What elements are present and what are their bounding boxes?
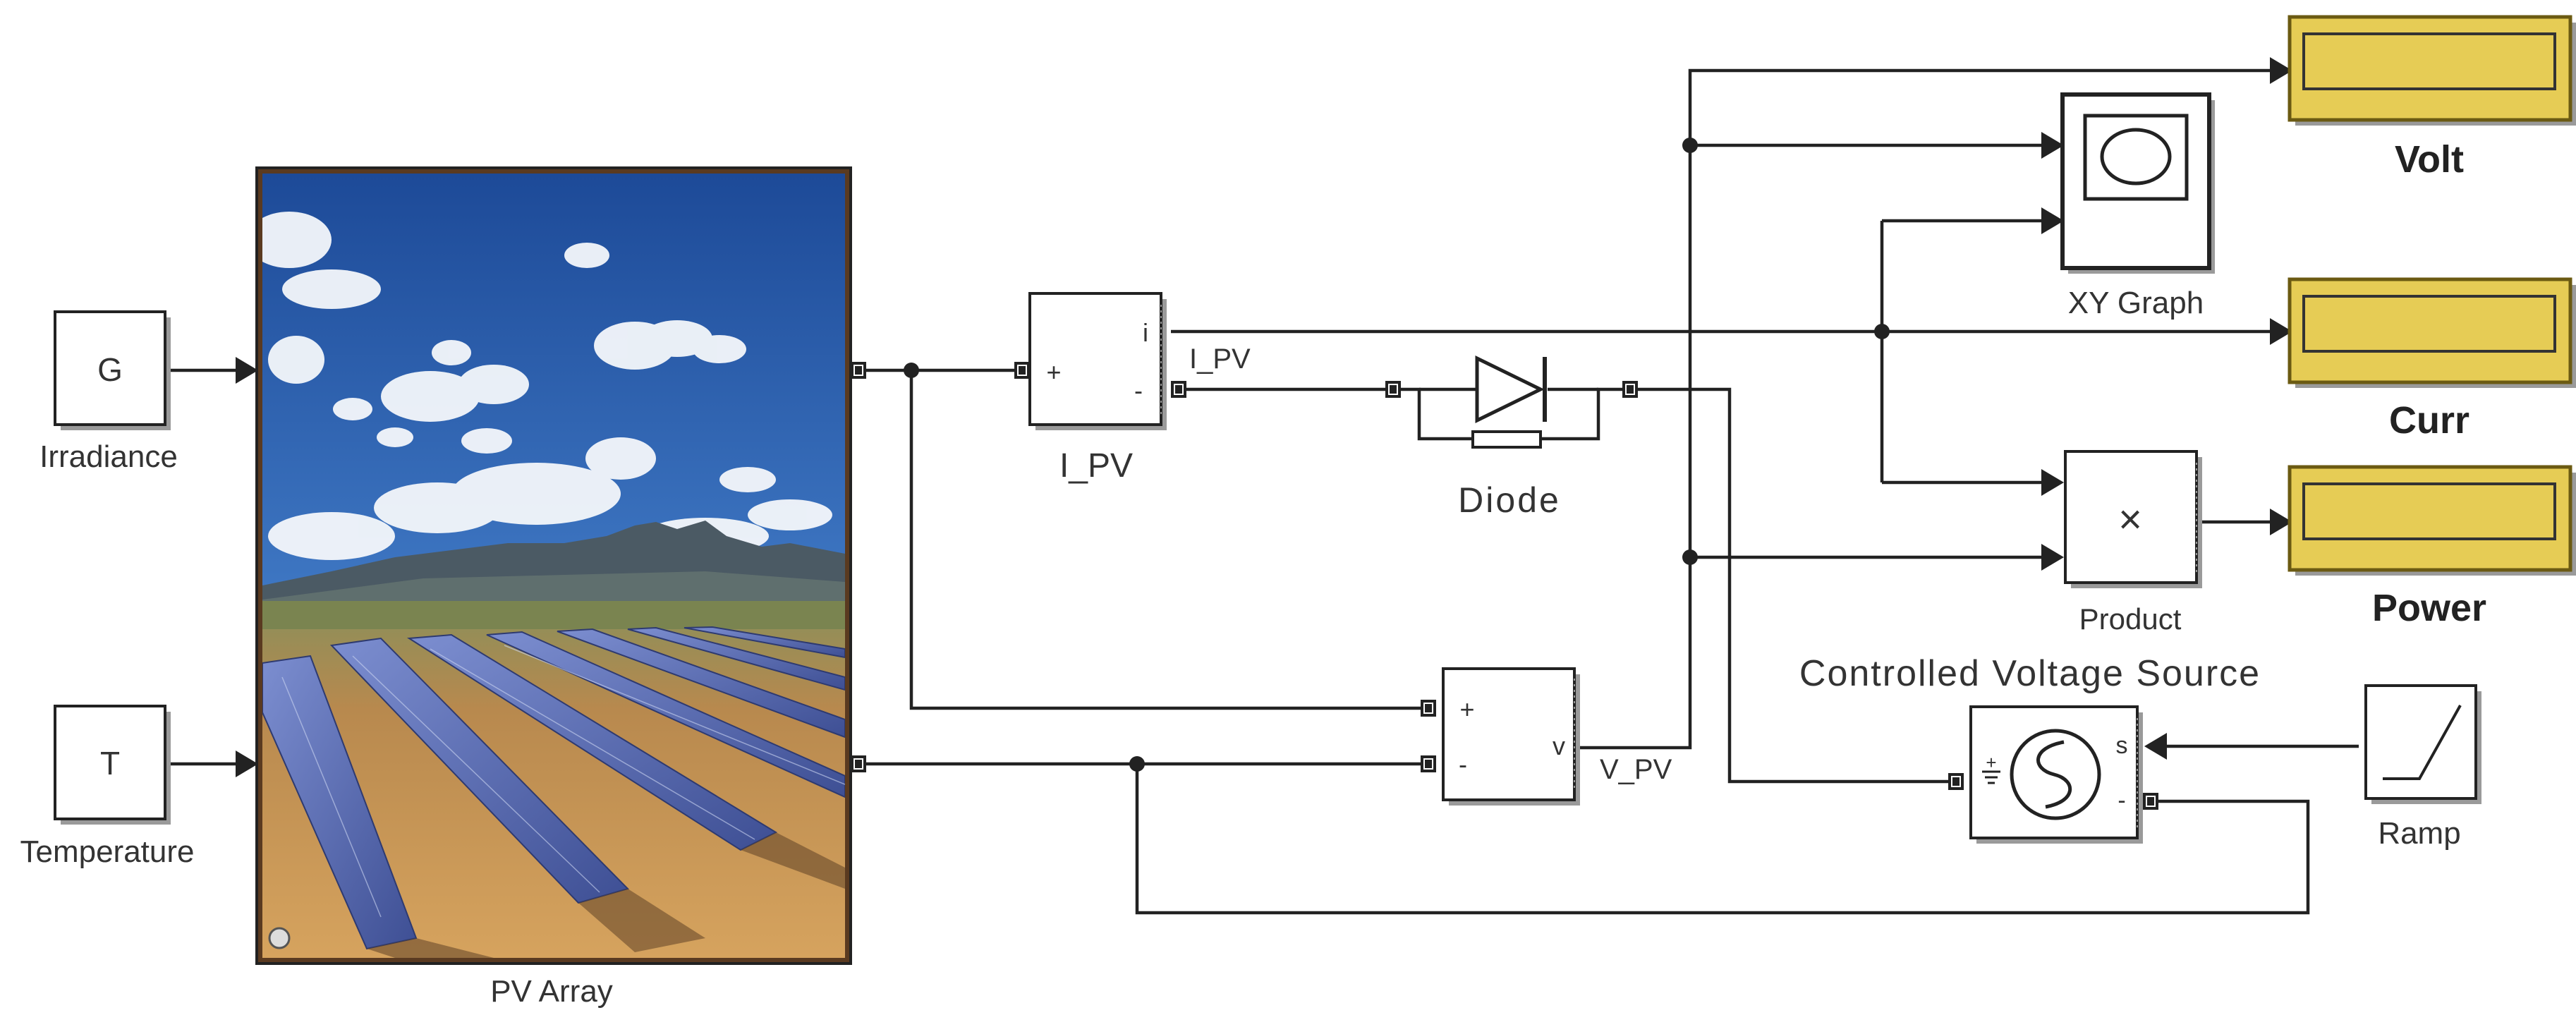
solar-farm-image: [247, 174, 845, 958]
volt-display[interactable]: Volt: [2290, 17, 2576, 181]
power-display[interactable]: Power: [2290, 467, 2576, 629]
irradiance-label: Irradiance: [40, 439, 178, 474]
ramp-label: Ramp: [2378, 816, 2460, 851]
irradiance-block[interactable]: G Irradiance: [40, 312, 178, 474]
product-symbol: ×: [2118, 497, 2142, 542]
voltage-sensor-out-port-label: v: [1553, 731, 1565, 760]
current-sensor-plus-port-label: +: [1046, 358, 1061, 387]
xy-graph-block[interactable]: XY Graph: [2062, 95, 2215, 320]
power-label: Power: [2372, 587, 2486, 629]
temperature-symbol: T: [100, 745, 120, 782]
current-sensor-out-port-label: i: [1143, 318, 1148, 347]
volt-label: Volt: [2395, 138, 2464, 181]
pv-array-label: PV Array: [490, 974, 613, 1009]
voltage-sensor-block[interactable]: + - v V_PV: [1422, 669, 1672, 806]
cvs-label: Controlled Voltage Source: [1799, 653, 2261, 694]
controlled-voltage-source-block[interactable]: Controlled Voltage Source + s -: [1799, 653, 2261, 844]
curr-display[interactable]: Curr: [2290, 279, 2576, 442]
voltage-signal-label: V_PV: [1600, 754, 1672, 785]
diode-icon: [1477, 358, 1541, 420]
cvs-minus-port-label: -: [2118, 787, 2125, 814]
product-label: Product: [2079, 602, 2182, 636]
current-sensor-minus-port-label: -: [1134, 376, 1143, 405]
ramp-block[interactable]: Ramp: [2366, 686, 2481, 851]
diode-label: Diode: [1458, 480, 1561, 520]
mask-icon: [269, 928, 289, 948]
xy-graph-label: XY Graph: [2068, 286, 2204, 320]
pv-array-block[interactable]: PV Array: [247, 168, 865, 1009]
curr-label: Curr: [2389, 399, 2469, 442]
cvs-plus-port-label: +: [1986, 752, 1996, 773]
product-block[interactable]: × Product: [2065, 451, 2202, 636]
temperature-block[interactable]: T Temperature: [20, 706, 194, 869]
current-signal-label: I_PV: [1189, 344, 1251, 375]
cvs-s-port-label: s: [2116, 732, 2128, 759]
diode-block[interactable]: Diode: [1387, 357, 1636, 520]
voltage-sensor-plus-port-label: +: [1459, 695, 1474, 724]
current-sensor-label: I_PV: [1059, 447, 1133, 485]
voltage-sensor-minus-port-label: -: [1459, 750, 1467, 779]
irradiance-symbol: G: [97, 351, 123, 388]
temperature-label: Temperature: [20, 834, 194, 869]
